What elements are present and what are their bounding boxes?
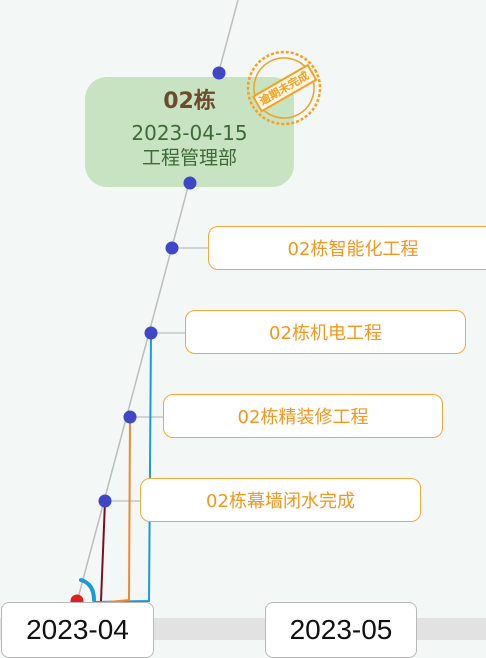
axis-month-text: 2023-04 [26, 614, 129, 645]
milestone-date: 2023-04-15 [131, 121, 248, 145]
task-bar-smart[interactable]: 02栋智能化工程 [208, 226, 486, 270]
task-label: 02栋精装修工程 [237, 407, 369, 428]
milestone-department: 工程管理部 [141, 147, 237, 169]
task-bar-curtain-wall[interactable]: 02栋幕墙闭水完成 [140, 478, 421, 522]
task-label: 02栋机电工程 [269, 323, 382, 344]
timeline-node[interactable] [212, 66, 226, 80]
timeline-node[interactable] [123, 410, 137, 424]
milestone-title: 02栋 [163, 89, 216, 114]
timeline-node[interactable] [144, 326, 158, 340]
task-label: 02栋幕墙闭水完成 [206, 491, 355, 512]
overdue-stamp: 逾期未完成 [229, 33, 338, 142]
task-bar-decoration[interactable]: 02栋精装修工程 [163, 394, 443, 438]
axis-month-label: 2023-04 [1, 602, 154, 658]
timeline-node[interactable] [165, 241, 179, 255]
timeline-node[interactable] [183, 176, 197, 190]
axis-month-label: 2023-05 [265, 602, 417, 658]
dependency-link-start [79, 578, 96, 602]
dependency-link-darkred [100, 500, 106, 602]
timeline-node[interactable] [98, 494, 112, 508]
task-label: 02栋智能化工程 [287, 239, 419, 260]
axis-month-text: 2023-05 [289, 614, 393, 645]
task-bar-mep[interactable]: 02栋机电工程 [185, 310, 466, 354]
